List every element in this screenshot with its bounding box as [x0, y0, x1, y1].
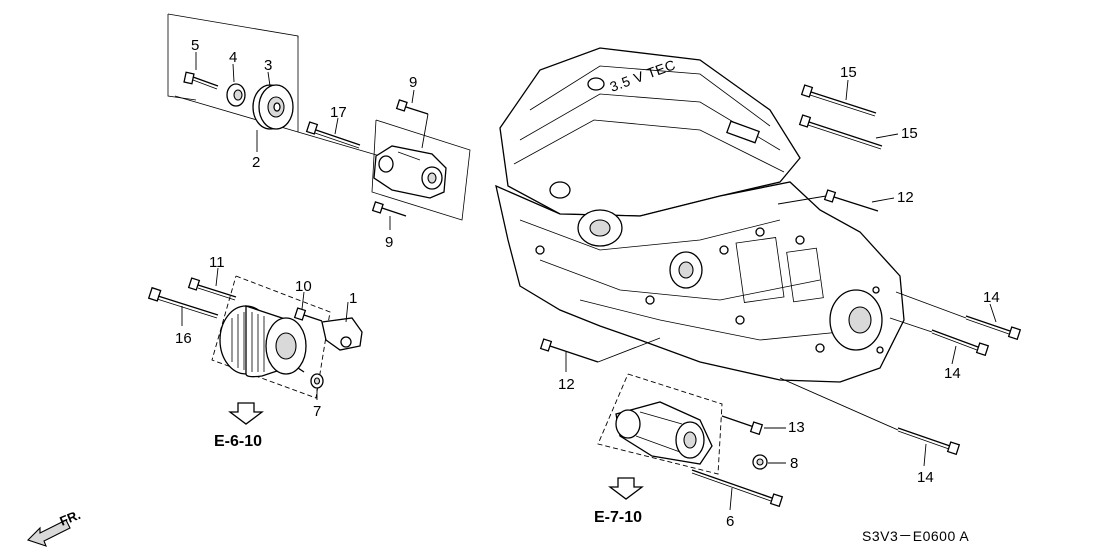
bolt-17 [305, 117, 361, 149]
callout-15-upper: 15 [840, 64, 857, 81]
callout-16: 16 [175, 330, 192, 347]
pulley-3 [252, 84, 294, 130]
callout-15-lower: 15 [901, 125, 918, 142]
diagram-code: S3V3－E0600 A [862, 528, 969, 544]
bolt-12-lower [539, 337, 661, 372]
callout-2: 2 [252, 154, 260, 171]
callout-14-bottom: 14 [917, 469, 934, 486]
bolt-12-upper [777, 189, 895, 212]
idler-pulley-group [167, 13, 381, 157]
callout-14-middle: 14 [944, 365, 961, 382]
starter-group [597, 373, 786, 511]
callout-6: 6 [726, 513, 734, 530]
alternator-reference-label: E-6-10 [214, 433, 262, 450]
callout-11: 11 [209, 254, 225, 271]
callout-12-lower: 12 [558, 376, 575, 393]
engine-assembly: 3.5 V TEC [495, 47, 905, 383]
callout-9-lower: 9 [385, 234, 393, 251]
callout-1: 1 [349, 290, 357, 307]
callout-7: 7 [313, 403, 321, 420]
starter-reference-label: E-7-10 [594, 509, 642, 526]
callout-numbers: 1 2 3 4 5 6 7 8 9 9 10 11 12 12 13 14 14… [175, 37, 1000, 530]
ref-arrow-down-icon [608, 477, 644, 500]
bolts-14 [779, 291, 1022, 467]
bolt-5 [183, 71, 219, 90]
washer-4 [226, 83, 246, 107]
bolts-15 [798, 79, 899, 150]
callout-10: 10 [295, 278, 312, 295]
callout-8: 8 [790, 455, 798, 472]
ref-arrow-down-icon [228, 402, 264, 425]
callout-14-top: 14 [983, 289, 1000, 306]
callout-3: 3 [264, 57, 272, 74]
callout-17: 17 [330, 104, 347, 121]
callout-12-upper: 12 [897, 189, 914, 206]
alternator-group [147, 267, 363, 425]
tensioner-bracket-group [371, 89, 471, 230]
front-direction-label: FR. [58, 507, 83, 529]
callout-9-upper: 9 [409, 74, 417, 91]
front-direction-arrow-icon: FR. [26, 507, 83, 547]
callout-4: 4 [229, 49, 237, 66]
callout-13: 13 [788, 419, 805, 436]
callout-5: 5 [191, 37, 199, 54]
